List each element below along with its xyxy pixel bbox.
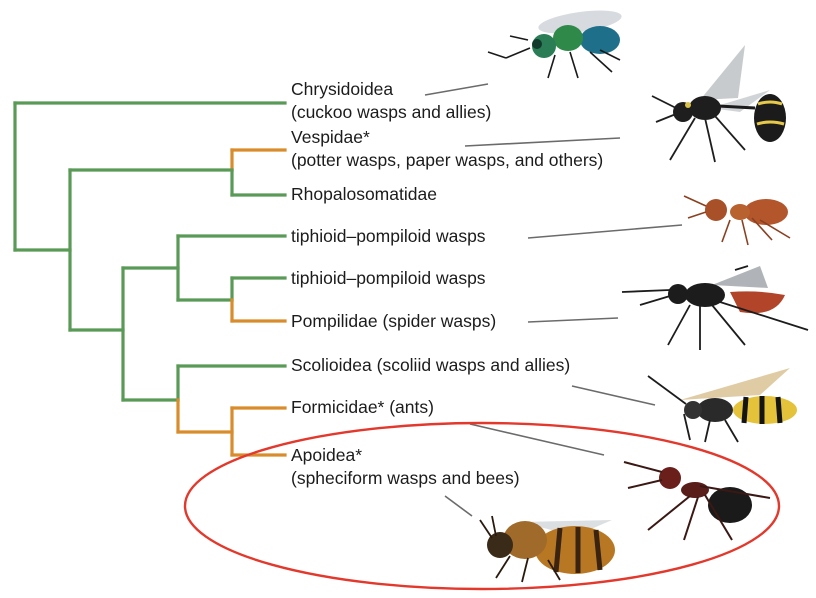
leader-apoidea [445,496,472,516]
honey-bee-icon [480,516,615,582]
ant-icon [624,462,770,540]
red-velvet-wasp-icon [684,196,790,245]
taxon-label-pompilidae: Pompilidae (spider wasps) [291,310,496,333]
cuckoo-wasp-icon [488,6,623,78]
leader-pompilidae [528,318,618,322]
leader-scolioidea [572,386,655,405]
taxon-name: Apoidea* [291,444,520,467]
taxon-label-scolioidea: Scolioidea (scoliid wasps and allies) [291,354,570,377]
taxon-name: Chrysidoidea [291,78,491,101]
leader-tiphioid [528,225,682,238]
taxon-name: Scolioidea (scoliid wasps and allies) [291,355,570,375]
taxon-name: tiphioid–pompiloid wasps [291,226,486,246]
potter-wasp-icon [652,45,786,162]
taxon-name: Formicidae* (ants) [291,397,434,417]
taxon-label-chrysidoidea: Chrysidoidea (cuckoo wasps and allies) [291,78,491,124]
taxon-name: tiphioid–pompiloid wasps [291,268,486,288]
taxon-label-tiphioid-2: tiphioid–pompiloid wasps [291,267,486,290]
taxon-name: Vespidae* [291,126,603,149]
taxon-label-rhopalosomatidae: Rhopalosomatidae [291,183,437,206]
taxon-note: (potter wasps, paper wasps, and others) [291,149,603,172]
scoliid-wasp-icon [648,368,797,442]
taxon-name: Pompilidae (spider wasps) [291,311,496,331]
taxon-label-vespidae: Vespidae* (potter wasps, paper wasps, an… [291,126,603,172]
taxon-note: (cuckoo wasps and allies) [291,101,491,124]
taxon-label-formicidae: Formicidae* (ants) [291,396,434,419]
taxon-name: Rhopalosomatidae [291,184,437,204]
taxon-note: (spheciform wasps and bees) [291,467,520,490]
spider-wasp-icon [622,266,808,350]
taxon-label-apoidea: Apoidea* (spheciform wasps and bees) [291,444,520,490]
taxon-label-tiphioid-1: tiphioid–pompiloid wasps [291,225,486,248]
